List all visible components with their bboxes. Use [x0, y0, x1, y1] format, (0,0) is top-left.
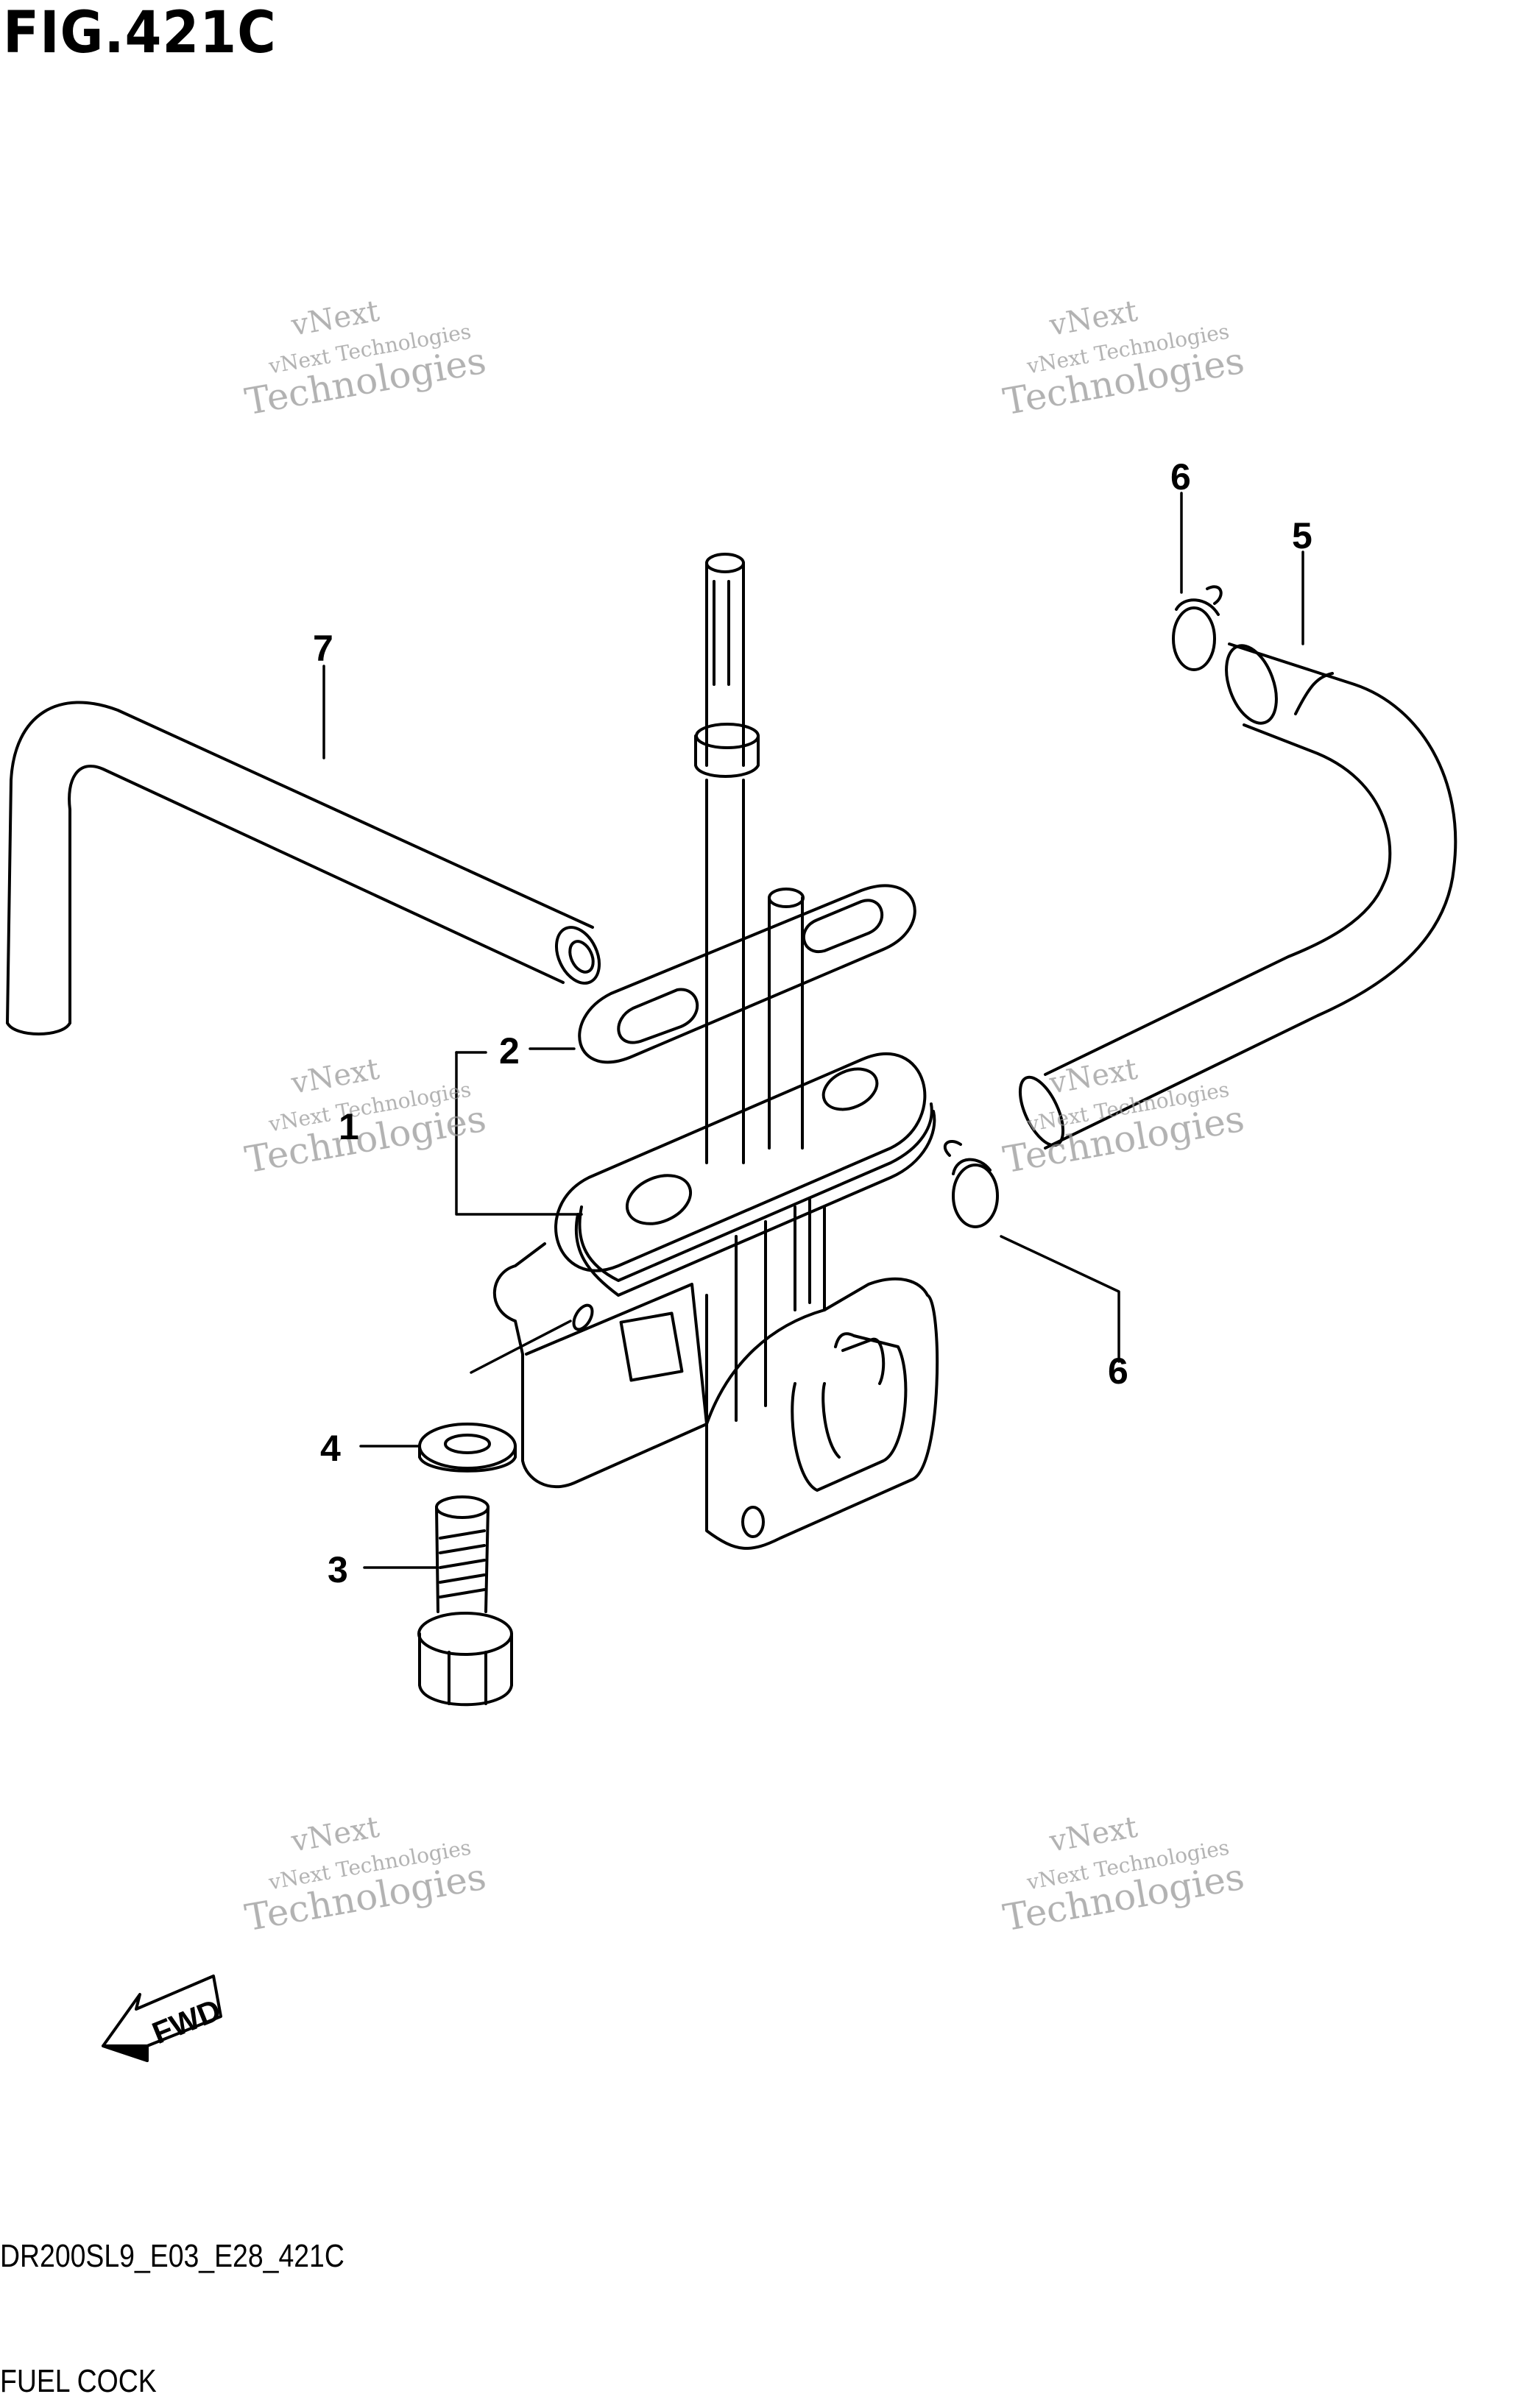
- watermark-line-1: vNext: [1047, 1810, 1140, 1859]
- watermark-line-1: vNext: [289, 1810, 382, 1859]
- watermark-line-1: vNext: [289, 294, 382, 343]
- callout-2[interactable]: 2: [499, 1030, 520, 1072]
- gasket-part-2: [578, 884, 916, 1064]
- watermark-line-1: vNext: [1047, 294, 1140, 343]
- callout-7[interactable]: 7: [313, 628, 333, 669]
- callout-6-lower[interactable]: 6: [1108, 1350, 1128, 1392]
- group-name: FUEL COCK: [0, 2363, 157, 2399]
- clip-part-6-lower: [943, 1140, 999, 1228]
- callout-3[interactable]: 3: [328, 1549, 348, 1590]
- washer-part-4: [418, 1423, 517, 1473]
- figure-title: FIG.421C: [3, 0, 277, 66]
- hose-part-7: [6, 701, 601, 1035]
- callout-4[interactable]: 4: [320, 1428, 341, 1469]
- fuel-cock-part-1: [492, 553, 939, 1550]
- watermark: vNext vNext Technologies Technologies: [242, 1810, 490, 1940]
- watermark-line-1: vNext: [289, 1052, 382, 1101]
- watermark: vNext vNext Technologies Technologies: [242, 294, 490, 424]
- watermark-line-1: vNext: [1047, 1052, 1140, 1101]
- bolt-part-3: [417, 1495, 513, 1707]
- fwd-arrow-icon: [102, 1975, 222, 2062]
- watermark: vNext vNext Technologies Technologies: [1000, 294, 1248, 424]
- hose-part-5: [1018, 642, 1457, 1150]
- leader-lines: [322, 492, 1304, 1569]
- watermark: vNext vNext Technologies Technologies: [1000, 1810, 1248, 1940]
- clip-part-6-upper: [1172, 585, 1223, 671]
- callout-5[interactable]: 5: [1292, 515, 1312, 556]
- watermark-group: vNext vNext Technologies Technologies vN…: [242, 294, 1248, 1940]
- callout-6-upper[interactable]: 6: [1170, 456, 1191, 497]
- callout-1[interactable]: 1: [339, 1106, 359, 1147]
- model-code: DR200SL9_E03_E28_421C: [0, 2238, 344, 2274]
- watermark: vNext vNext Technologies Technologies: [1000, 1052, 1248, 1182]
- watermark: vNext vNext Technologies Technologies: [242, 1052, 490, 1182]
